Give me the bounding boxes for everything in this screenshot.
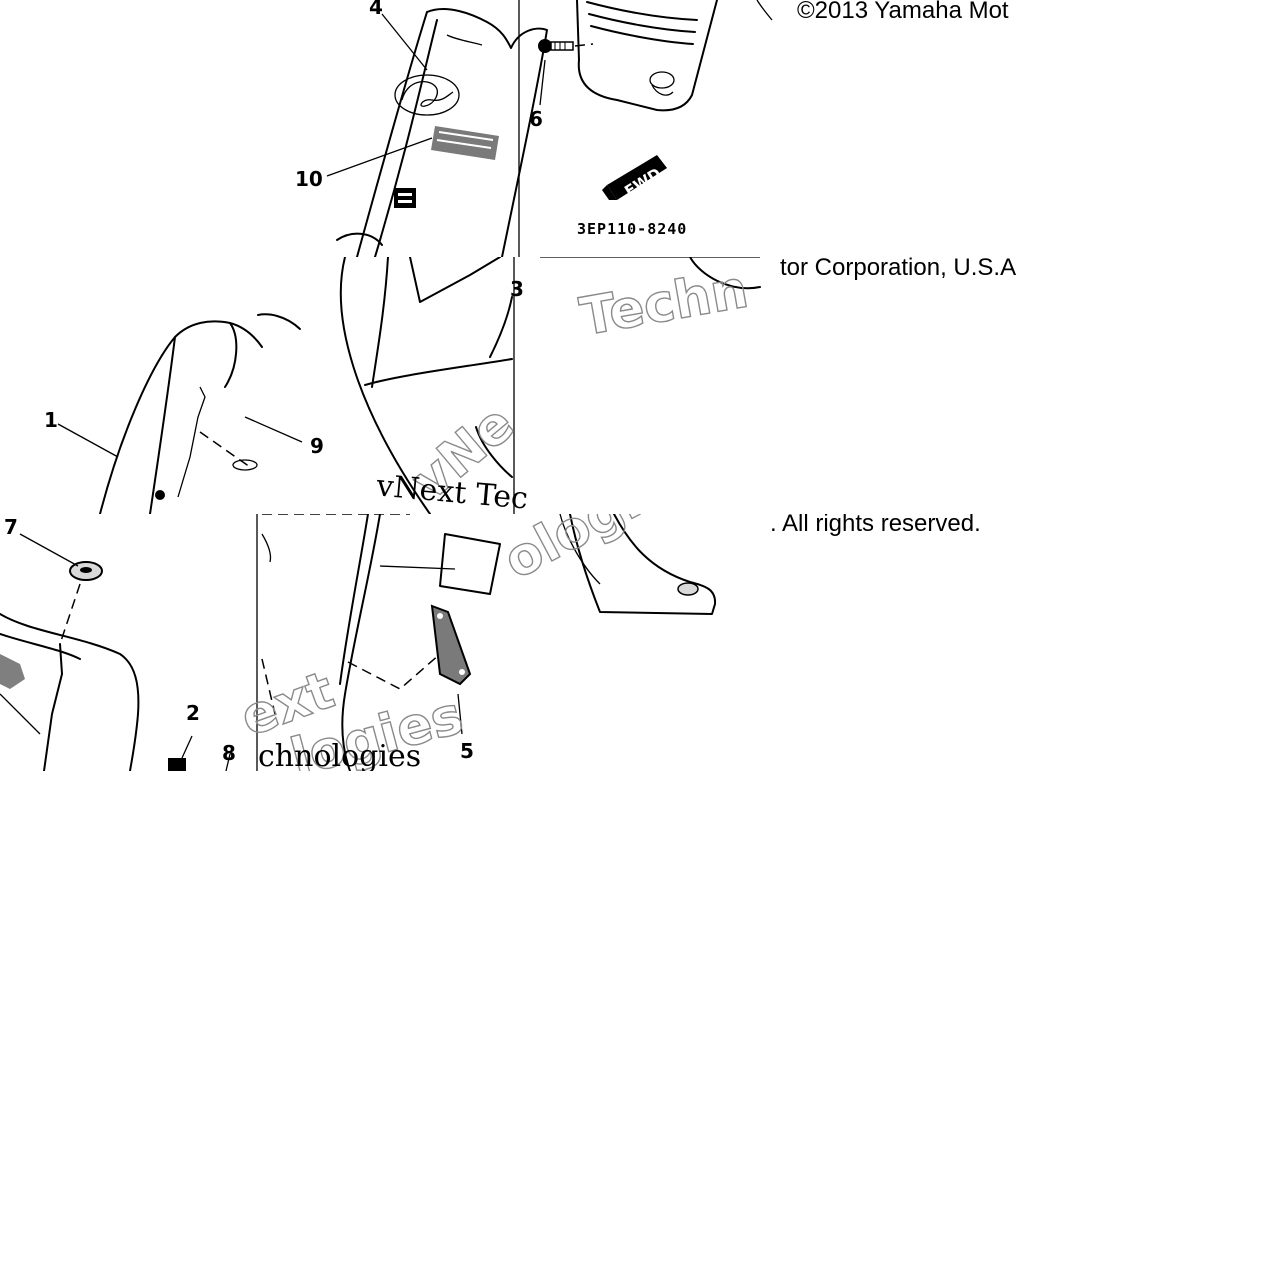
callout-10: 10	[295, 167, 323, 191]
tile-middle-drawing: tor Corporation, U.S.A Techn vNe vNext T…	[44, 257, 1016, 514]
inner-cover-left	[0, 561, 140, 771]
copyright-lower: . All rights reserved.	[770, 514, 981, 537]
callout-5: 5	[460, 739, 474, 763]
diagram-tile-middle: tor Corporation, U.S.A Techn vNe vNext T…	[0, 257, 1028, 514]
callout-3: 3	[510, 277, 524, 301]
side-cover-part-1	[99, 313, 301, 514]
copyright-middle: tor Corporation, U.S.A	[780, 257, 1016, 281]
tile-top-drawing: FWD 4 6 10 3EP110-8240 ©2013 Yamaha Mot	[295, 0, 1009, 257]
callout-6: 6	[529, 107, 543, 131]
emblem	[394, 188, 416, 208]
callout-4: 4	[369, 0, 383, 19]
fwd-arrow: FWD	[602, 155, 667, 200]
diagram-tile-top: FWD 4 6 10 3EP110-8240 ©2013 Yamaha Mot	[257, 0, 1028, 257]
grille-panel	[576, 0, 718, 112]
stripe-decal	[431, 126, 499, 160]
watermark-chnologies: chnologies	[258, 739, 421, 771]
footboard-panel	[261, 514, 501, 771]
callout-9: 9	[310, 434, 324, 458]
callout-1: 1	[44, 408, 58, 432]
watermark-techn: Techn	[576, 260, 753, 348]
riva-badge	[394, 74, 460, 116]
callout-8: 8	[222, 741, 236, 765]
watermark-vnext-tec: vNext Tec	[374, 468, 529, 514]
diagram-tile-bottom: ologies ext logies chnologies . All righ…	[0, 514, 1028, 771]
callout-7: 7	[4, 515, 18, 539]
callout-2: 2	[186, 701, 200, 725]
copyright-top: ©2013 Yamaha Mot	[797, 0, 1009, 24]
tile-bottom-drawing: ologies ext logies chnologies . All righ…	[0, 514, 981, 771]
part-number: 3EP110-8240	[577, 220, 687, 238]
floorboard-end	[559, 514, 717, 615]
watermark-ologies: ologies	[494, 514, 708, 591]
center-panel-part-3	[339, 257, 513, 514]
bolt-part-6	[538, 39, 594, 53]
bolt-part-2	[168, 735, 193, 771]
